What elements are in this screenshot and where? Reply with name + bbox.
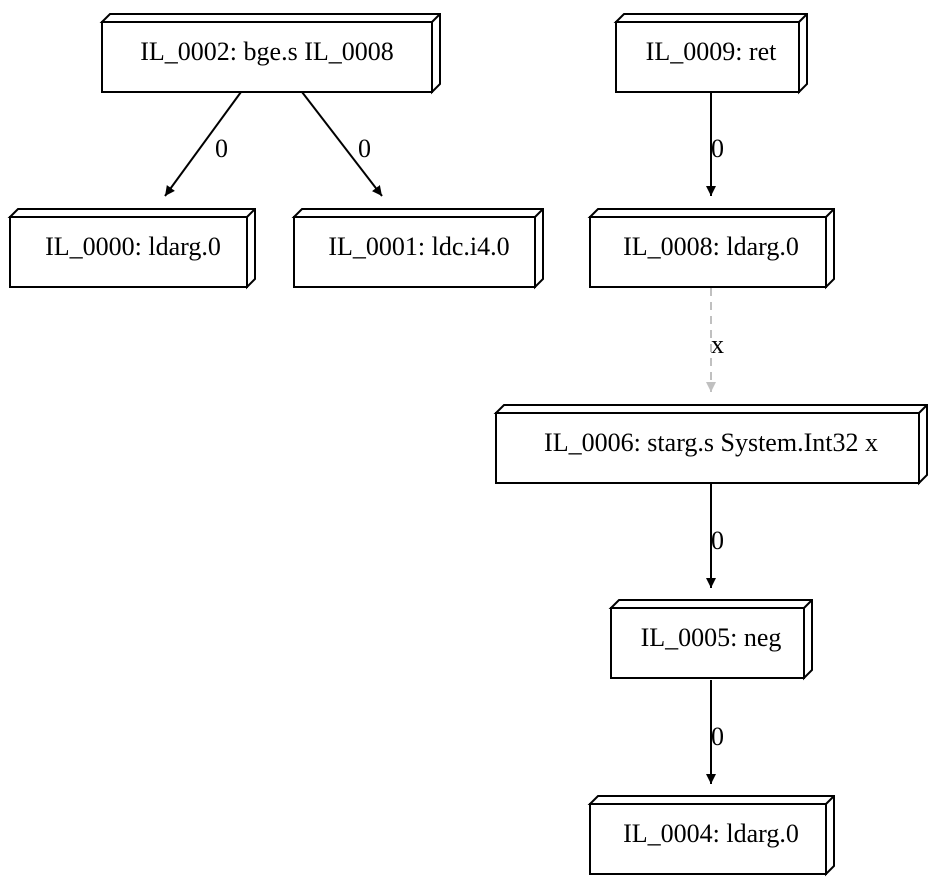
node-label: IL_0009: ret (646, 37, 777, 66)
node-label: IL_0000: ldarg.0 (45, 232, 221, 261)
edge-0009-to-0008: 0 (706, 92, 724, 196)
edge-label: x (711, 330, 724, 359)
node-label: IL_0006: starg.s System.Int32 x (544, 428, 878, 457)
edge-0002-to-0001: 0 (301, 91, 383, 197)
node-il-0002: IL_0002: bge.s IL_0008 (99, 13, 441, 95)
node-label: IL_0001: ldc.i4.0 (328, 232, 509, 261)
node-il-0004: IL_0004: ldarg.0 (587, 795, 835, 877)
edge-0008-to-0006: x (706, 288, 724, 392)
edge-line (164, 91, 242, 197)
edge-label: 0 (215, 134, 228, 163)
edge-label: 0 (711, 134, 724, 163)
node-il-0005: IL_0005: neg (608, 599, 813, 681)
node-label: IL_0005: neg (641, 623, 782, 652)
node-label: IL_0008: ldarg.0 (623, 232, 799, 261)
node-label: IL_0002: bge.s IL_0008 (140, 37, 393, 66)
edge-0006-to-0005: 0 (706, 484, 724, 588)
edge-label: 0 (358, 134, 371, 163)
node-il-0006: IL_0006: starg.s System.Int32 x (493, 404, 928, 486)
node-il-0009: IL_0009: ret (613, 13, 808, 95)
node-label: IL_0004: ldarg.0 (623, 819, 799, 848)
edge-label: 0 (711, 722, 724, 751)
node-il-0001: IL_0001: ldc.i4.0 (291, 208, 544, 290)
edge-0002-to-0000: 0 (164, 91, 242, 197)
edge-line (301, 91, 383, 197)
edge-0005-to-0004: 0 (706, 680, 724, 784)
node-il-0008: IL_0008: ldarg.0 (587, 208, 835, 290)
node-il-0000: IL_0000: ldarg.0 (7, 208, 256, 290)
edge-label: 0 (711, 526, 724, 555)
